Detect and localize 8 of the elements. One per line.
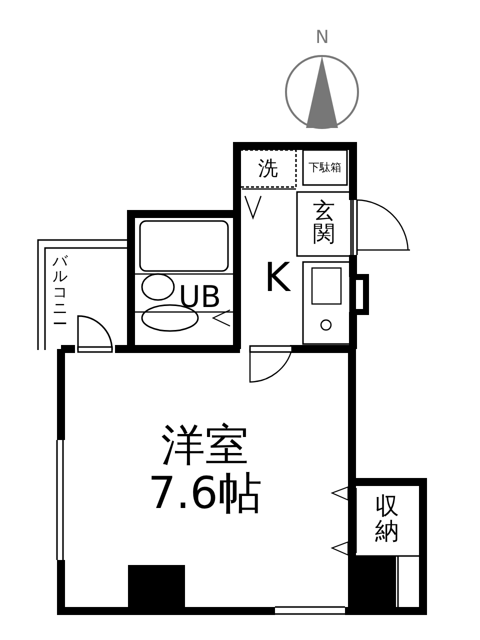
room-label: 洗	[258, 158, 278, 178]
room-label: UB	[178, 283, 222, 313]
room-label: 洋室	[160, 422, 250, 470]
north-label: N	[316, 29, 329, 47]
room-label: バルコニー	[52, 254, 68, 332]
room-label: 収納	[375, 494, 399, 544]
room-label: K	[264, 258, 290, 298]
room-label: 7.6帖	[148, 470, 262, 518]
